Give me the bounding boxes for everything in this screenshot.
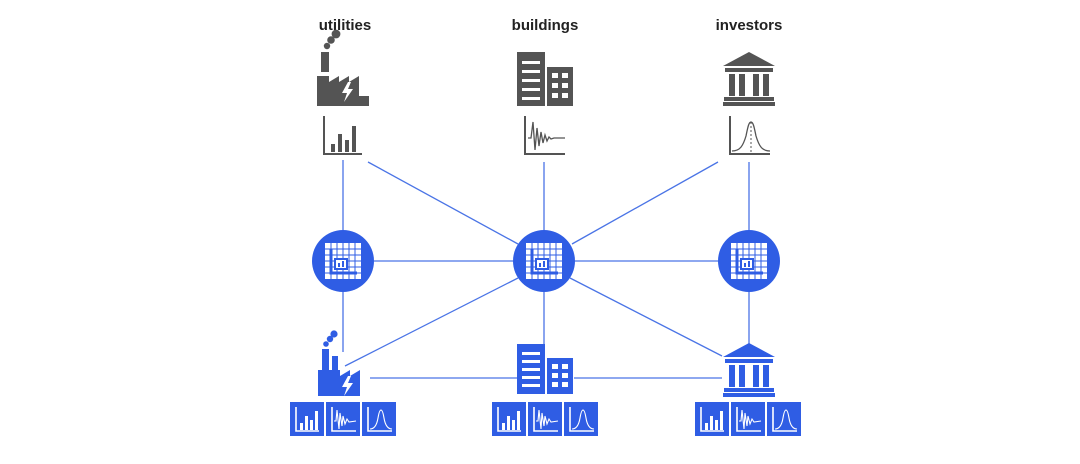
bell-curve-chart-icon (766, 401, 802, 437)
bar-chart-icon (694, 401, 730, 437)
label-investors: investors (716, 17, 783, 34)
link-center-to-bank (569, 277, 723, 357)
bar-chart-icon (491, 401, 527, 437)
link-utilities-top-to-center (367, 161, 519, 245)
grid-chart-node-icon (716, 228, 782, 294)
building-icon (517, 344, 573, 394)
bell-curve-chart-icon (563, 401, 599, 437)
bank-icon (723, 52, 775, 106)
label-utilities: utilities (319, 17, 372, 34)
bell-curve-chart-icon (361, 401, 397, 437)
grid-chart-node-icon (310, 228, 376, 294)
connection-lines (342, 160, 750, 379)
waveform-chart-icon (524, 115, 566, 155)
bell-curve-chart-icon (729, 115, 771, 155)
factory-icon (318, 330, 360, 396)
bar-chart-icon (323, 115, 363, 155)
grid-chart-node-icon (511, 228, 577, 294)
buildings-chart-set (491, 401, 599, 437)
waveform-chart-icon (730, 401, 766, 437)
bank-icon (723, 343, 775, 397)
utilities-chart-set (289, 401, 397, 437)
label-buildings: buildings (512, 17, 579, 34)
waveform-chart-icon (325, 401, 361, 437)
building-icon (517, 52, 573, 106)
bar-chart-icon (289, 401, 325, 437)
link-center-to-factory (344, 277, 519, 367)
investors-chart-set (694, 401, 802, 437)
factory-icon (317, 29, 369, 106)
link-investors-top-to-center (571, 161, 719, 245)
waveform-chart-icon (527, 401, 563, 437)
